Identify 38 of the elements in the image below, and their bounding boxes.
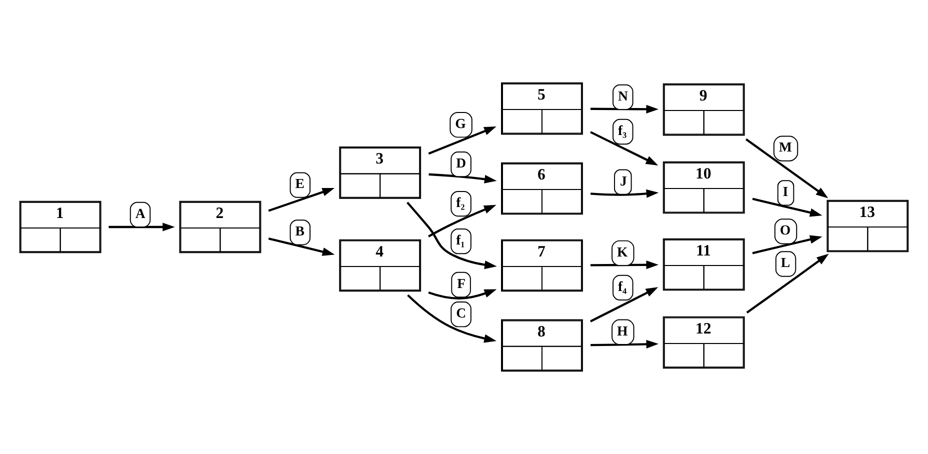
arrow: [428, 289, 497, 300]
edge-label: G: [455, 116, 466, 132]
edge-label: F: [457, 276, 466, 291]
arrow: [752, 198, 822, 217]
edge-label: f₂: [456, 194, 465, 210]
edge-label: J: [620, 173, 627, 188]
arrow: [590, 287, 658, 322]
edge-label: D: [456, 155, 466, 170]
edge-label: E: [295, 176, 304, 192]
arrow: [590, 104, 658, 114]
arrow: [428, 173, 497, 184]
arrow: [406, 202, 497, 270]
edge-label: f₃: [618, 122, 627, 138]
arrow: [428, 126, 496, 155]
arrow: [108, 222, 175, 232]
arrow: [268, 238, 335, 256]
edge-label: L: [780, 255, 790, 270]
arrow: [407, 294, 496, 343]
edge-label: f₁: [456, 232, 465, 248]
edge-label: C: [456, 306, 466, 321]
edge-label: K: [616, 244, 628, 260]
arrow: [590, 340, 659, 348]
edge-label: B: [295, 224, 304, 239]
arrow: [752, 235, 822, 254]
arrow: [268, 188, 335, 212]
edge-label: N: [618, 88, 628, 104]
edge-label: O: [780, 222, 791, 238]
arrow: [745, 138, 828, 198]
edge-label: A: [135, 206, 146, 221]
arrow: [746, 254, 829, 314]
edge-label: I: [782, 184, 788, 200]
arrow: [590, 260, 659, 270]
edge-label: H: [616, 323, 628, 338]
edge-label: M: [778, 140, 792, 155]
arrow: [428, 204, 496, 238]
edge-label: f₄: [618, 278, 627, 294]
arrow: [590, 131, 658, 166]
arrow: [590, 189, 659, 198]
